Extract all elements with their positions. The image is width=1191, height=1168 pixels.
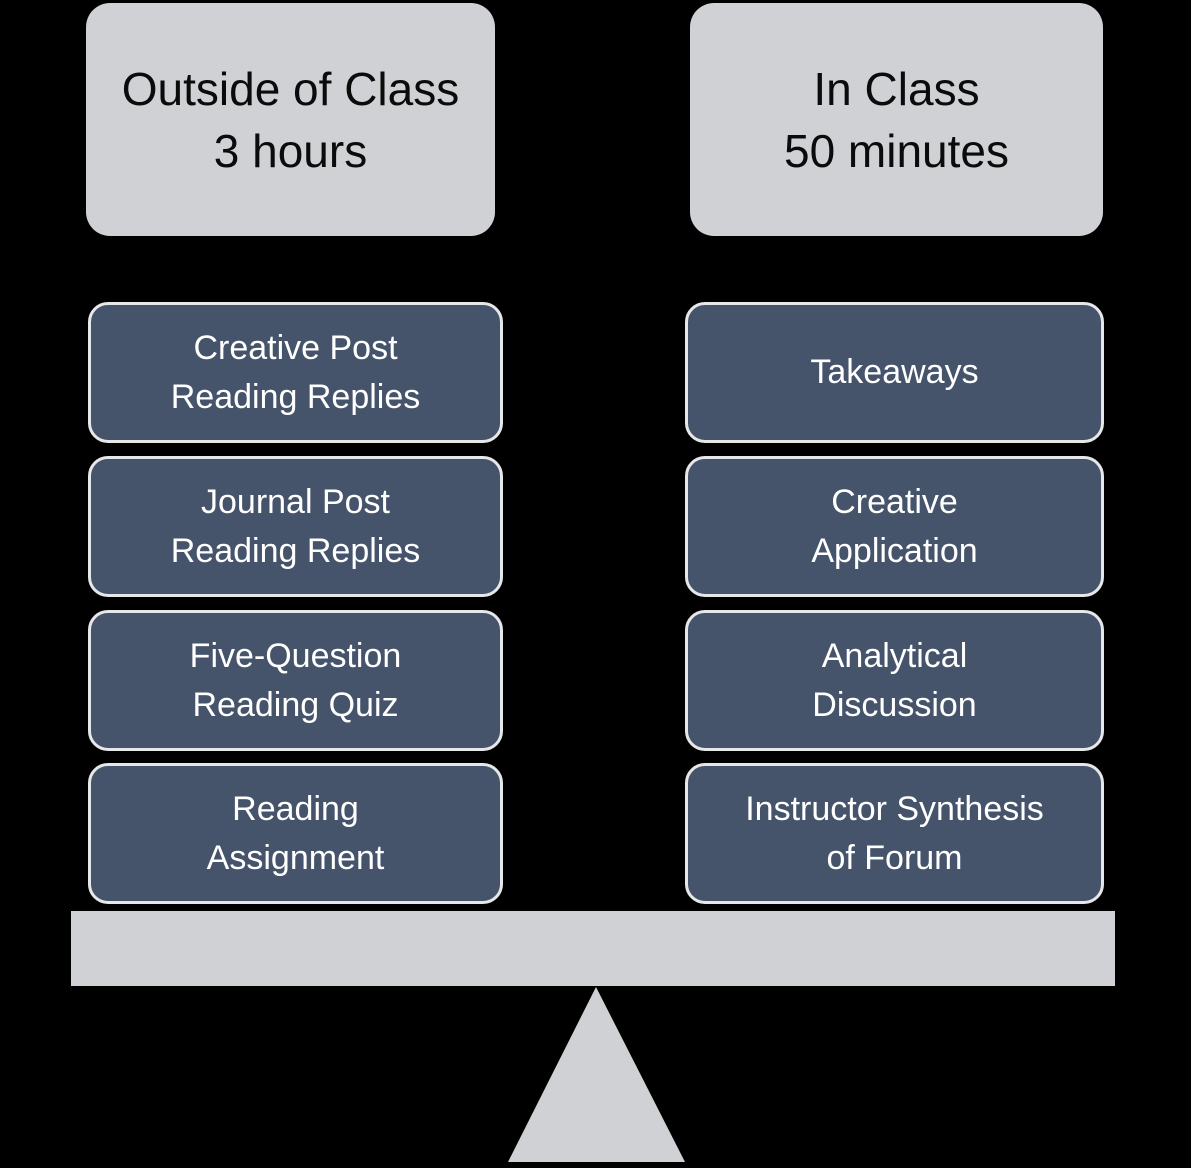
item-reading-assignment: Reading Assignment: [88, 763, 503, 904]
item-line: Creative: [831, 482, 958, 521]
item-line: Five-Question: [189, 636, 402, 675]
item-line: Reading: [232, 789, 359, 828]
item-line: Takeaways: [810, 353, 979, 391]
item-line: of Forum: [826, 838, 963, 877]
item-line: Application: [811, 531, 978, 570]
item-line: Reading Replies: [170, 377, 421, 416]
item-line: Assignment: [206, 838, 385, 877]
item-line: Reading Replies: [170, 531, 421, 570]
header-line: In Class: [813, 62, 980, 115]
header-in-class: In Class 50 minutes: [690, 3, 1103, 236]
item-line: Instructor Synthesis: [745, 789, 1044, 828]
item-analytical-discussion: Analytical Discussion: [685, 610, 1104, 751]
header-outside-of-class: Outside of Class 3 hours: [86, 3, 495, 236]
item-line: Journal Post: [201, 482, 390, 521]
header-line: 3 hours: [213, 124, 368, 177]
header-line: Outside of Class: [121, 62, 460, 115]
item-takeaways: Takeaways: [685, 302, 1104, 443]
item-line: Reading Quiz: [192, 685, 399, 724]
fulcrum-triangle: [508, 987, 685, 1162]
item-line: Analytical: [821, 636, 968, 675]
item-line: Creative Post: [193, 328, 398, 367]
item-instructor-synthesis-of-forum: Instructor Synthesis of Forum: [685, 763, 1104, 904]
balance-beam: [71, 911, 1115, 986]
header-line: 50 minutes: [783, 124, 1009, 177]
item-five-question-reading-quiz: Five-Question Reading Quiz: [88, 610, 503, 751]
item-line: Discussion: [812, 685, 977, 724]
item-journal-post-reading-replies: Journal Post Reading Replies: [88, 456, 503, 597]
item-creative-post-reading-replies: Creative Post Reading Replies: [88, 302, 503, 443]
item-creative-application: Creative Application: [685, 456, 1104, 597]
